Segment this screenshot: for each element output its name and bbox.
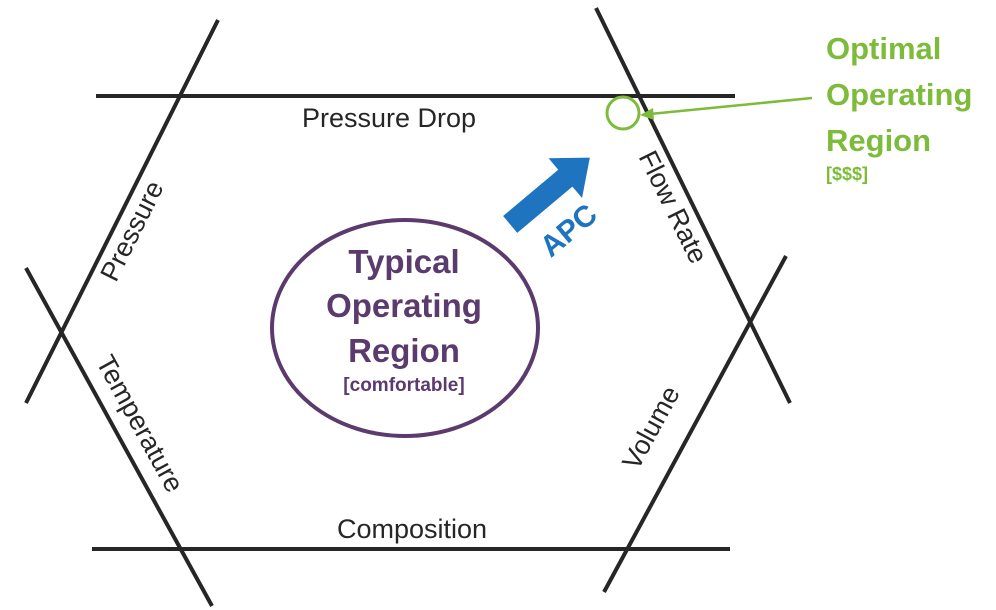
typical-region-note: [comfortable] — [343, 375, 464, 396]
typical-region-line2: Operating — [326, 287, 482, 324]
typical-region-line1: Typical — [348, 243, 459, 280]
optimal-region-marker — [605, 95, 641, 131]
typical-region-ellipse — [270, 218, 540, 438]
composition-label: Composition — [337, 514, 487, 544]
typical-region-line3: Region — [348, 332, 460, 369]
optimal-region-line3: Region — [826, 123, 931, 158]
optimal-pointer-head — [640, 108, 654, 120]
optimal-operating-region: Optimal Operating Region [$$$] — [605, 31, 972, 184]
flow-rate-line — [594, 7, 792, 404]
temperature-line — [24, 267, 214, 607]
volume-line — [602, 255, 788, 593]
apc-arrow: APC — [503, 157, 604, 264]
optimal-region-line2: Operating — [826, 77, 972, 112]
pressure-line — [24, 19, 220, 404]
typical-operating-region: Typical Operating Region [comfortable] — [270, 218, 540, 438]
pressure-drop-label: Pressure Drop — [302, 103, 476, 133]
apc-arrow-shape — [503, 157, 590, 233]
constraint-lines — [24, 7, 792, 607]
optimal-region-note: [$$$] — [826, 164, 868, 184]
optimal-pointer-line — [649, 96, 813, 116]
optimal-region-line1: Optimal — [826, 31, 941, 66]
